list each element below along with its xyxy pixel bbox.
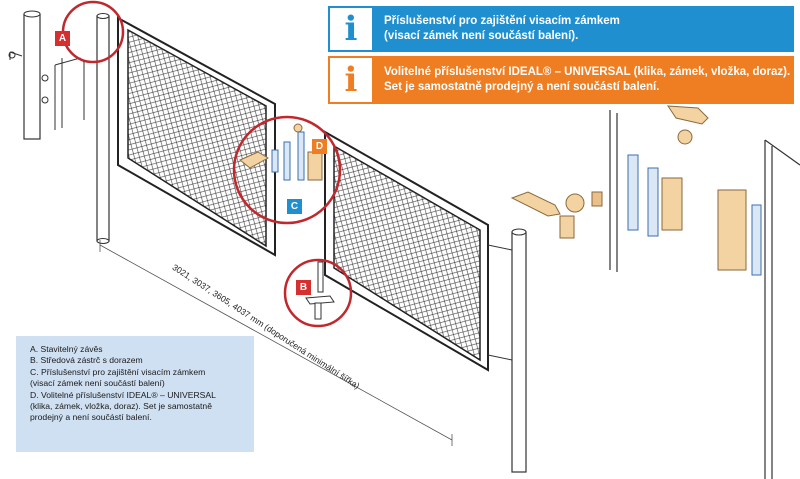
left-leaf-post bbox=[96, 13, 110, 244]
padlock-accessory bbox=[239, 123, 323, 181]
tag-a: A bbox=[55, 31, 70, 46]
detail-circle-cd bbox=[232, 115, 342, 225]
optional-info-line2: Set je samostatně prodejný a není součás… bbox=[384, 81, 660, 93]
left-gate-post bbox=[23, 10, 41, 140]
tag-d: D bbox=[312, 139, 327, 154]
hinge-bracket-drawing bbox=[8, 51, 85, 130]
tag-c: C bbox=[287, 199, 302, 214]
legend-line: (visací zámek není součástí balení) bbox=[30, 378, 165, 389]
legend-line: prodejný a není součástí balení. bbox=[30, 412, 152, 423]
left-gate-leaf bbox=[117, 16, 276, 257]
tag-b: B bbox=[296, 280, 311, 295]
legend-line: C. Příslušenství pro zajištění visacím z… bbox=[30, 366, 206, 377]
info-icon: i bbox=[328, 6, 374, 52]
center-latch-detail bbox=[305, 261, 335, 320]
legend-box: A. Stavitelný závěs B. Středová zástrč s… bbox=[16, 336, 254, 452]
padlock-info-line2: (visací zámek není součástí balení). bbox=[384, 30, 579, 42]
padlock-info-line1: Příslušenství pro zajištění visacím zámk… bbox=[384, 15, 620, 27]
right-gate-post bbox=[487, 228, 527, 473]
dimension-line bbox=[99, 240, 453, 446]
padlock-info-banner: i Příslušenství pro zajištění visacím zá… bbox=[328, 6, 794, 52]
handle-lock-set bbox=[510, 105, 762, 276]
fence-panel-right bbox=[609, 110, 800, 479]
optional-info-line1: Volitelné příslušenství IDEAL® – UNIVERS… bbox=[384, 66, 791, 78]
legend-line: B. Středová zástrč s dorazem bbox=[30, 355, 143, 366]
legend-line: (klika, zámek, vložka, doraz). Set je sa… bbox=[30, 401, 212, 412]
detail-circle-b bbox=[283, 258, 353, 328]
info-icon: i bbox=[328, 56, 374, 104]
legend-line: A. Stavitelný závěs bbox=[30, 344, 103, 354]
optional-accessory-banner: i Volitelné příslušenství IDEAL® – UNIVE… bbox=[328, 56, 794, 104]
legend-line: D. Volitelné příslušenství IDEAL® – UNIV… bbox=[30, 389, 216, 400]
right-gate-leaf bbox=[324, 130, 489, 372]
detail-circle-a bbox=[61, 0, 125, 64]
